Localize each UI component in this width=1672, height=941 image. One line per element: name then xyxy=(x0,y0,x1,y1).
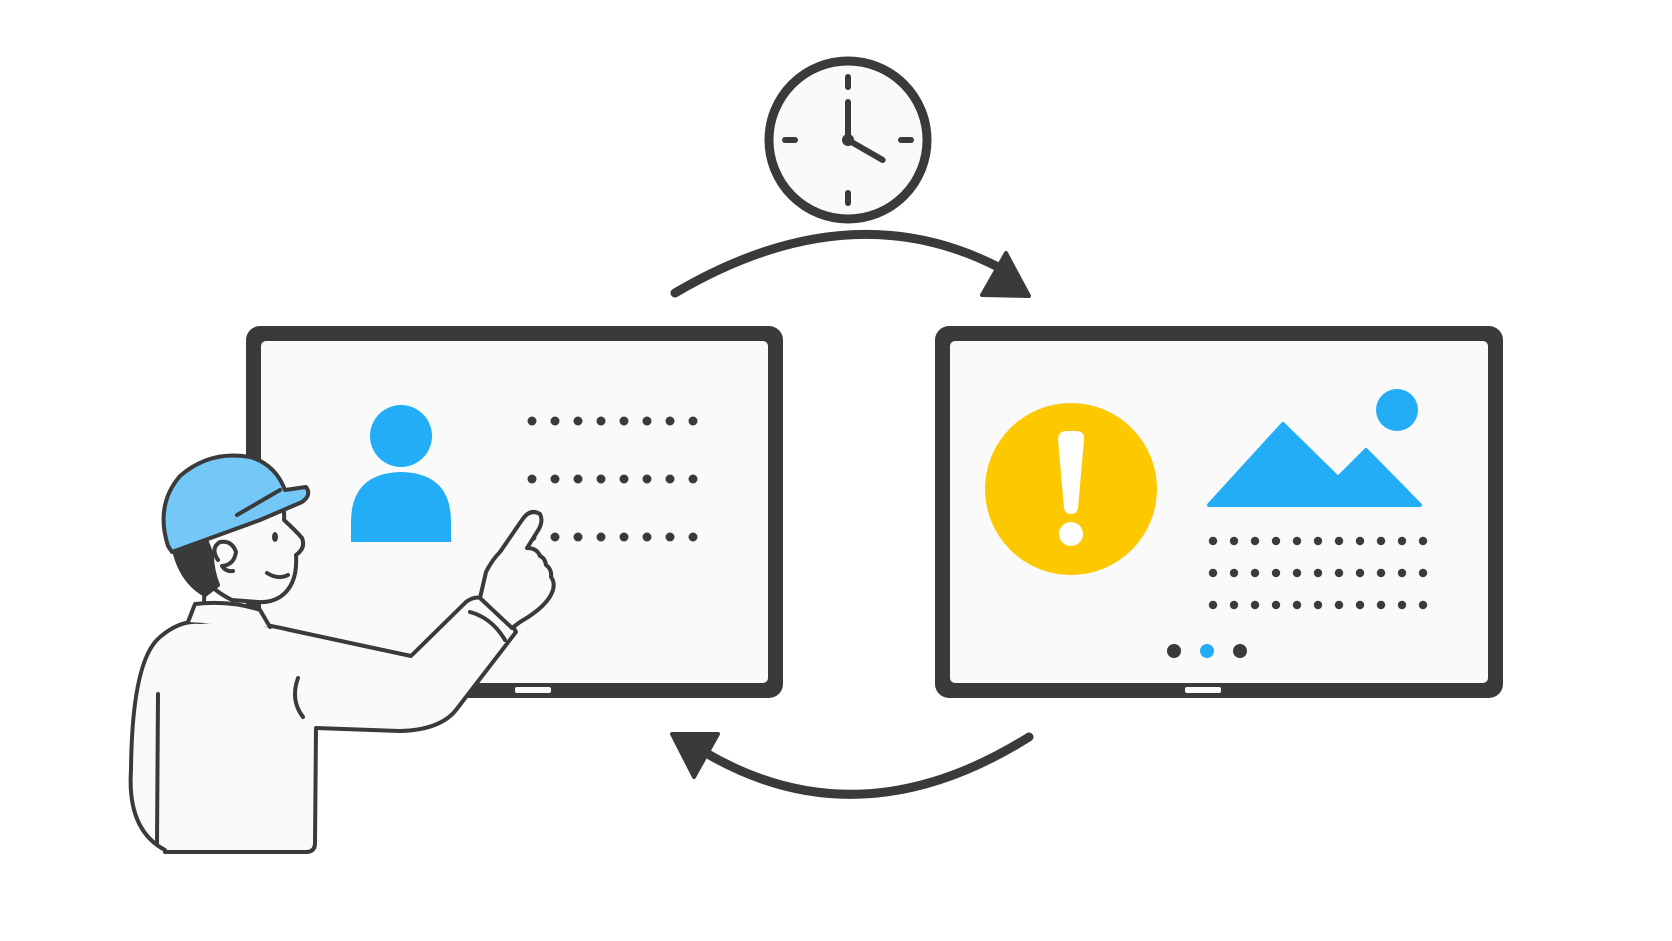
right-row-dot xyxy=(1376,536,1386,546)
right-row-dot xyxy=(1334,600,1344,610)
left-row-dot xyxy=(619,532,629,542)
pager-dot xyxy=(1167,644,1181,658)
left-row-dot xyxy=(665,532,675,542)
right-row-dot xyxy=(1271,568,1281,578)
left-row-dot xyxy=(665,416,675,426)
right-row-dot xyxy=(1250,536,1260,546)
left-row-dot xyxy=(596,416,606,426)
left-row-dot xyxy=(550,474,560,484)
right-row-dot xyxy=(1292,600,1302,610)
right-row-dot xyxy=(1355,536,1365,546)
left-screen xyxy=(246,326,783,698)
clock-ticks xyxy=(782,74,914,206)
left-row-dot xyxy=(642,532,652,542)
right-row-dot xyxy=(1376,568,1386,578)
right-screen xyxy=(935,326,1503,698)
left-row-dot xyxy=(596,532,606,542)
arrow-forward-icon xyxy=(670,229,1031,298)
right-row-dot xyxy=(1229,600,1239,610)
left-row-dot xyxy=(688,416,698,426)
pager-dot-active xyxy=(1200,644,1214,658)
right-placeholder-rows xyxy=(1208,536,1428,610)
arrow-back-icon xyxy=(670,732,1034,799)
right-row-dot xyxy=(1229,536,1239,546)
left-row-dot xyxy=(550,416,560,426)
right-row-dot xyxy=(1208,536,1218,546)
left-row-dot xyxy=(619,416,629,426)
right-row-dot xyxy=(1418,600,1428,610)
left-row-dot xyxy=(573,474,583,484)
right-row-dot xyxy=(1355,568,1365,578)
right-row-dot xyxy=(1292,568,1302,578)
pager-dot xyxy=(1233,644,1247,658)
right-row-dot xyxy=(1208,600,1218,610)
right-row-dot xyxy=(1376,600,1386,610)
right-row-dot xyxy=(1355,600,1365,610)
right-row-dot xyxy=(1313,536,1323,546)
left-row-dot xyxy=(527,416,537,426)
left-row-dot xyxy=(596,474,606,484)
left-row-dot xyxy=(527,474,537,484)
right-row-dot xyxy=(1397,568,1407,578)
right-row-dot xyxy=(1229,568,1239,578)
left-row-dot xyxy=(573,416,583,426)
worker-with-cap xyxy=(128,453,556,854)
right-screen-home-button xyxy=(1183,685,1223,695)
left-row-dot xyxy=(573,532,583,542)
person-hand xyxy=(478,510,556,630)
right-row-dot xyxy=(1292,536,1302,546)
person-cap xyxy=(161,453,311,554)
right-row-dot xyxy=(1397,536,1407,546)
right-row-dot xyxy=(1271,536,1281,546)
pager-dots xyxy=(1167,644,1247,658)
left-row-dot xyxy=(642,416,652,426)
right-row-dot xyxy=(1418,536,1428,546)
right-row-dot xyxy=(1313,600,1323,610)
clock-center xyxy=(842,134,854,146)
person-torso xyxy=(128,595,518,854)
exclamation-icon xyxy=(985,403,1157,575)
right-row-dot xyxy=(1334,536,1344,546)
clock-icon xyxy=(764,56,932,224)
mountain-image-icon xyxy=(1207,389,1422,507)
right-row-dot xyxy=(1334,568,1344,578)
left-row-dot xyxy=(665,474,675,484)
right-row-dot xyxy=(1250,568,1260,578)
right-row-dot xyxy=(1418,568,1428,578)
left-row-dot xyxy=(642,474,652,484)
right-row-dot xyxy=(1250,600,1260,610)
left-row-dot xyxy=(550,532,560,542)
user-icon xyxy=(351,405,451,542)
left-row-dot xyxy=(688,532,698,542)
right-row-dot xyxy=(1397,600,1407,610)
clock-hour-hand xyxy=(845,137,886,163)
left-row-dot xyxy=(619,474,629,484)
left-screen-home-button xyxy=(513,685,553,695)
right-row-dot xyxy=(1208,568,1218,578)
right-row-dot xyxy=(1313,568,1323,578)
right-row-dot xyxy=(1271,600,1281,610)
left-row-dot xyxy=(688,474,698,484)
